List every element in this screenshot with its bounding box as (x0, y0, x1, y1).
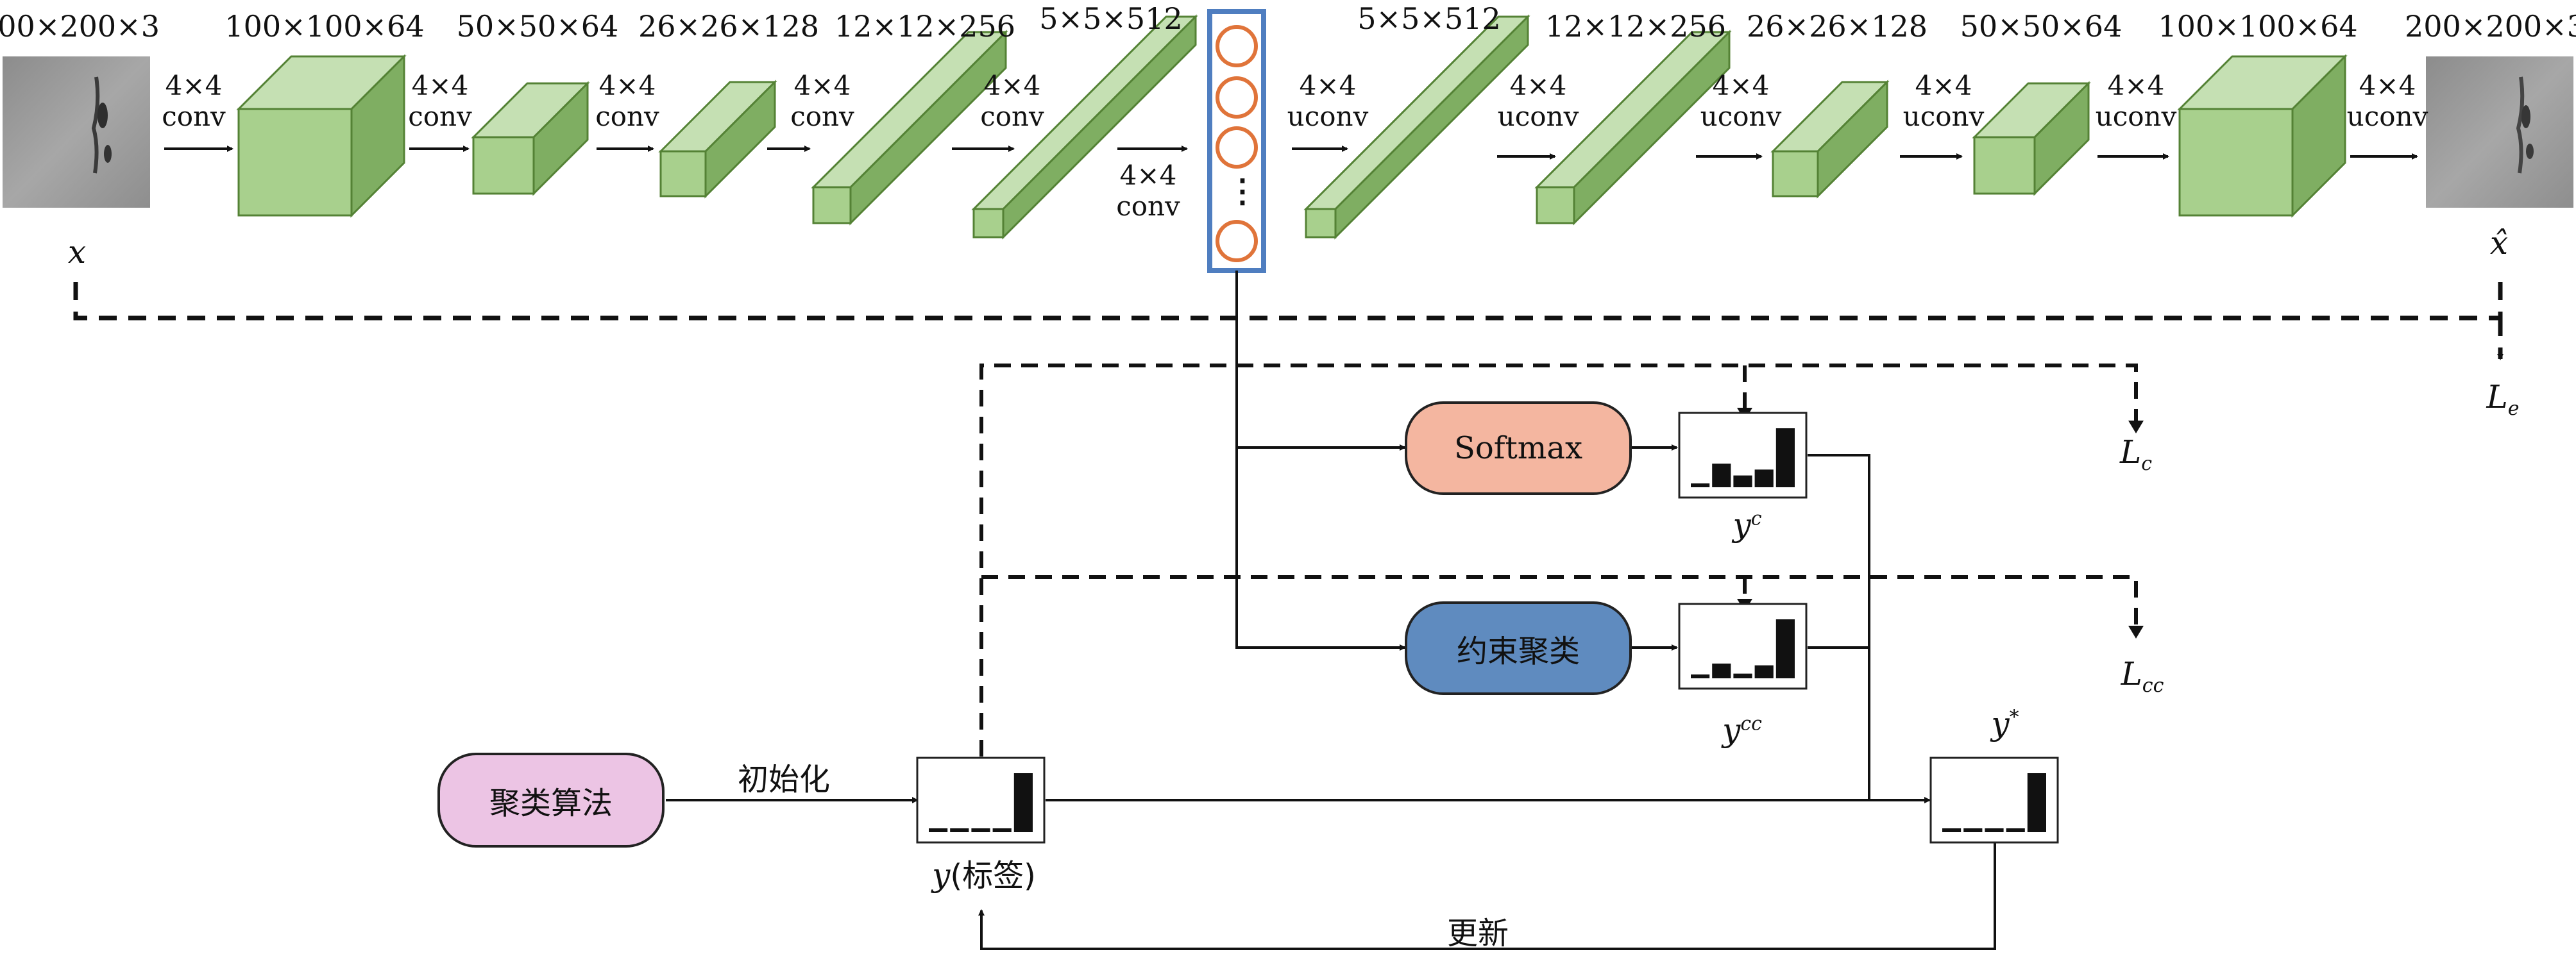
supervision-loss-paths (979, 364, 2138, 757)
histogram-bar (1712, 464, 1731, 487)
enc-dim-2: 50×50×64 (456, 9, 619, 44)
histogram-ycc (1678, 603, 1808, 690)
dec-cube-2 (1534, 29, 1732, 226)
dec-op-4: 4×4 uconv (1902, 70, 1985, 132)
head-connections (666, 444, 1996, 950)
histogram-bar (1691, 674, 1710, 678)
label-Le: Le (2486, 378, 2520, 420)
enc-dim-5: 5×5×512 (1039, 1, 1183, 36)
enc-cube-4 (811, 29, 1008, 226)
histogram-bar (2027, 773, 2046, 832)
input-image (3, 56, 150, 208)
enc-op-1: 4×4 conv (162, 70, 226, 132)
histogram-bar (1775, 619, 1795, 678)
input-dim-label: 200×200×3 (0, 9, 160, 44)
label-Lcc: Lcc (2121, 655, 2164, 697)
dec-dim-3: 26×26×128 (1747, 9, 1928, 44)
label-x-hat: x̂ (2489, 224, 2509, 262)
latent-connections (1235, 271, 1406, 651)
histogram-bar (992, 828, 1012, 832)
histogram-bar (1712, 664, 1731, 678)
enc-cube-1 (236, 54, 407, 218)
dec-cube-3 (1770, 80, 1890, 199)
dec-dim-2: 12×12×256 (1545, 9, 1726, 44)
histogram-bar (1754, 469, 1774, 487)
enc-dim-4: 12×12×256 (835, 9, 1015, 44)
histogram-bar (929, 828, 948, 832)
histogram-bar (950, 828, 969, 832)
latent-ellipsis: ⋮ (1226, 172, 1258, 210)
label-yc: yc (1733, 506, 1762, 544)
constrained-clustering-box: 约束聚类 (1405, 601, 1632, 695)
enc-cube-3 (658, 80, 777, 199)
histogram-bar (1963, 828, 1983, 832)
clustering-algorithm-box: 聚类算法 (437, 753, 665, 848)
dec-op-1: 4×4 uconv (1287, 70, 1369, 132)
dec-op-2: 4×4 uconv (1497, 70, 1579, 132)
histogram-bar (2006, 828, 2025, 832)
dec-op-6: 4×4 uconv (2346, 70, 2428, 132)
edge-init-label: 初始化 (737, 762, 831, 798)
latent-vector (1207, 9, 1266, 273)
enc-op-5: 4×4 conv (980, 70, 1044, 132)
enc-op-2: 4×4 conv (408, 70, 472, 132)
label-y-tag: y(标签) (932, 857, 1036, 894)
softmax-box: Softmax (1405, 401, 1632, 495)
enc-op-4: 4×4 conv (790, 70, 854, 132)
histogram-bar (971, 828, 990, 832)
dec-dim-5: 100×100×64 (2158, 9, 2358, 44)
dec-op-3: 4×4 uconv (1700, 70, 1782, 132)
histogram-bar (1013, 773, 1033, 832)
histogram-y-label (916, 757, 1046, 844)
label-ystar: y* (1991, 705, 2019, 742)
dec-dim-6: 200×200×3 (2405, 9, 2576, 44)
histogram-yc (1678, 412, 1808, 499)
histogram-bar (1691, 483, 1710, 487)
dec-cube-4 (1972, 81, 2091, 196)
histogram-bar (1775, 428, 1795, 487)
edge-update-label: 更新 (1446, 916, 1509, 951)
label-x: x (67, 233, 87, 271)
histogram-bar (1754, 665, 1774, 678)
enc-cube-2 (471, 81, 590, 196)
reconstruction-loss-path (73, 282, 2504, 360)
label-ycc: ycc (1722, 712, 1762, 749)
histogram-bar (1985, 828, 2004, 832)
dec-op-5: 4×4 uconv (2095, 70, 2177, 132)
dec-dim-4: 50×50×64 (1960, 9, 2123, 44)
histogram-bar (1733, 475, 1752, 487)
histogram-ystar (1929, 757, 2059, 844)
dec-cube-1 (1303, 14, 1530, 240)
output-image (2426, 56, 2573, 208)
enc-dim-1: 100×100×64 (225, 9, 425, 44)
enc-op-3: 4×4 conv (595, 70, 659, 132)
histogram-bar (1942, 828, 1962, 832)
enc-op-6: 4×4 conv (1116, 160, 1180, 222)
enc-cube-5 (971, 14, 1198, 240)
histogram-bar (1733, 673, 1752, 678)
enc-dim-3: 26×26×128 (638, 9, 819, 44)
label-Lc: Lc (2119, 433, 2153, 475)
dec-cube-5 (2177, 54, 2348, 218)
dec-dim-1: 5×5×512 (1357, 1, 1501, 36)
